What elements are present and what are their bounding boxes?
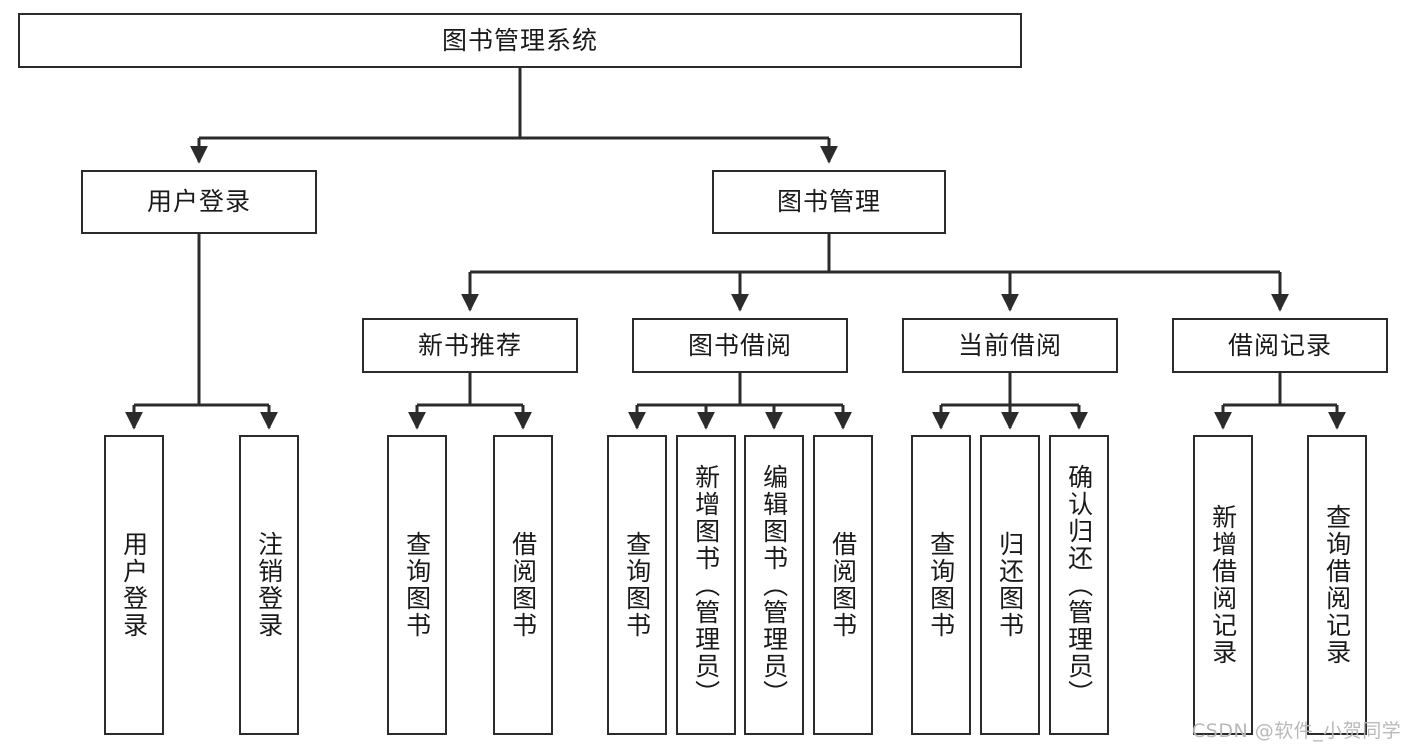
- leaf-user-login-label: 用户登录: [119, 531, 149, 639]
- leaf-query-record[interactable]: 查询借阅记录: [1307, 435, 1367, 735]
- leaf-query-record-label: 查询借阅记录: [1322, 504, 1352, 666]
- leaf-borrow-book-1-label: 借阅图书: [508, 531, 538, 639]
- node-current-borrow-label: 当前借阅: [957, 330, 1062, 360]
- leaf-borrow-book-2-label: 借阅图书: [828, 531, 858, 639]
- node-book-manage-label: 图书管理: [776, 187, 881, 216]
- leaf-query-book-1[interactable]: 查询图书: [387, 435, 447, 735]
- node-book-borrow[interactable]: 图书借阅: [632, 318, 848, 373]
- node-current-borrow[interactable]: 当前借阅: [902, 318, 1118, 373]
- leaf-user-login[interactable]: 用户登录: [104, 435, 164, 735]
- node-user-login-label: 用户登录: [146, 187, 251, 216]
- node-book-borrow-label: 图书借阅: [687, 330, 792, 360]
- leaf-return-book-label: 归还图书: [995, 531, 1025, 639]
- leaf-edit-book[interactable]: 编辑图书（管理员）: [744, 435, 804, 735]
- leaf-borrow-book-1[interactable]: 借阅图书: [493, 435, 553, 735]
- leaf-confirm-return-label: 确认归还（管理员）: [1064, 463, 1094, 707]
- leaf-query-book-3[interactable]: 查询图书: [911, 435, 971, 735]
- node-new-book-recommend-label: 新书推荐: [417, 330, 522, 360]
- node-book-manage[interactable]: 图书管理: [712, 170, 946, 234]
- leaf-add-record[interactable]: 新增借阅记录: [1193, 435, 1253, 735]
- node-borrow-record[interactable]: 借阅记录: [1172, 318, 1388, 373]
- leaf-logout[interactable]: 注销登录: [239, 435, 299, 735]
- leaf-add-book-label: 新增图书（管理员）: [691, 463, 721, 707]
- csdn-watermark: CSDN @软件_小贺同学: [1192, 720, 1402, 742]
- node-root-label: 图书管理系统: [441, 25, 598, 55]
- leaf-query-book-2[interactable]: 查询图书: [607, 435, 667, 735]
- leaf-confirm-return[interactable]: 确认归还（管理员）: [1049, 435, 1109, 735]
- leaf-query-book-3-label: 查询图书: [926, 531, 956, 639]
- leaf-logout-label: 注销登录: [254, 531, 284, 639]
- node-root[interactable]: 图书管理系统: [18, 13, 1022, 68]
- leaf-return-book[interactable]: 归还图书: [980, 435, 1040, 735]
- leaf-query-book-1-label: 查询图书: [402, 531, 432, 639]
- node-user-login[interactable]: 用户登录: [81, 170, 317, 234]
- leaf-query-book-2-label: 查询图书: [622, 531, 652, 639]
- leaf-add-record-label: 新增借阅记录: [1208, 504, 1238, 666]
- node-new-book-recommend[interactable]: 新书推荐: [362, 318, 578, 373]
- leaf-add-book[interactable]: 新增图书（管理员）: [676, 435, 736, 735]
- leaf-edit-book-label: 编辑图书（管理员）: [759, 463, 789, 707]
- leaf-borrow-book-2[interactable]: 借阅图书: [813, 435, 873, 735]
- node-borrow-record-label: 借阅记录: [1227, 330, 1332, 360]
